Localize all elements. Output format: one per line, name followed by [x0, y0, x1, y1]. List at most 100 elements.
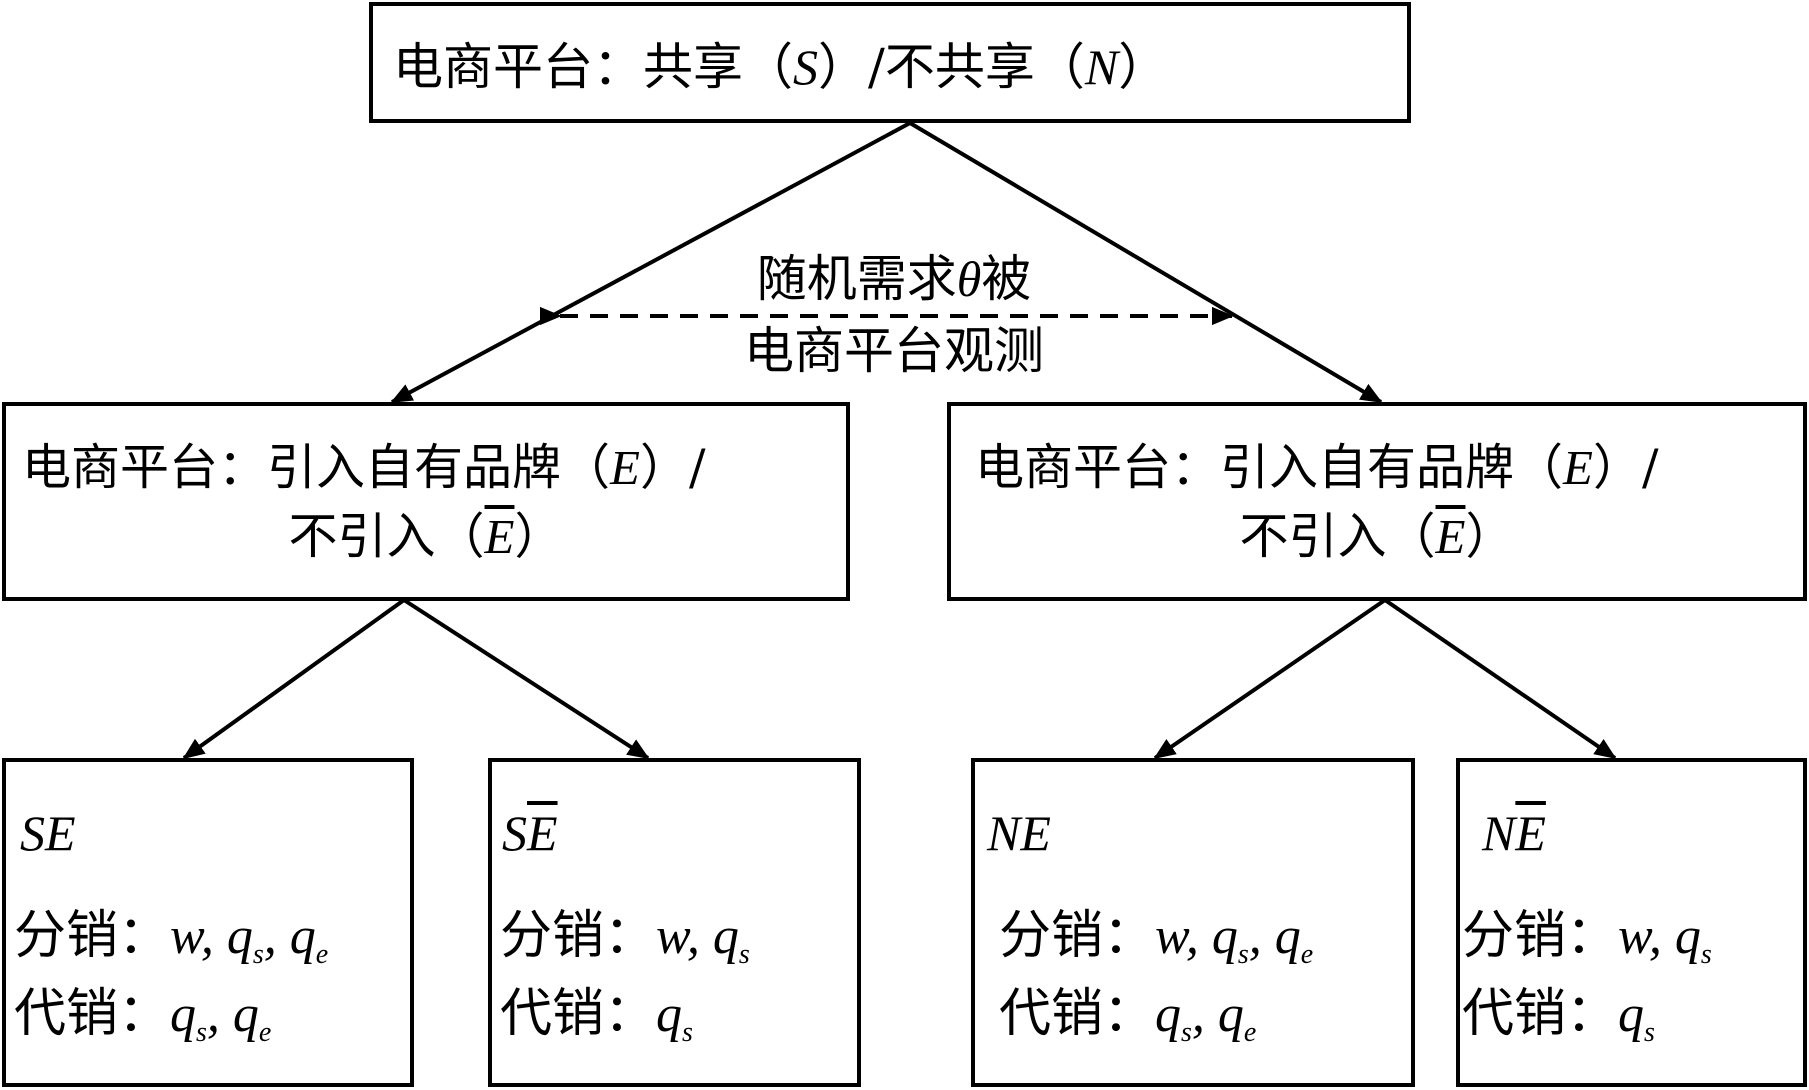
variable-q: q	[1217, 986, 1244, 1043]
variable-q: q	[1155, 986, 1182, 1043]
observation-line1-prefix: 随机需求	[756, 250, 957, 308]
comma-separator: ,	[263, 908, 290, 965]
scenario-code-e-bar: E	[527, 805, 558, 861]
variable-w: w	[170, 908, 201, 965]
branch-not-shared-line1-prefix: 电商平台：引入自有品牌（	[975, 439, 1564, 496]
root-symbol-s: S	[793, 39, 818, 95]
variable-subscript-s: s	[252, 939, 264, 970]
branch-shared-line2: 不引入（E）	[6, 512, 846, 561]
distribution-line: 分销：w, qs	[500, 910, 750, 969]
variable-subscript-s: s	[1181, 1017, 1192, 1048]
variable-subscript-s: s	[1644, 1017, 1655, 1048]
arrow-root-to-not-shared	[908, 121, 1383, 404]
variable-q: q	[226, 908, 253, 965]
observation-line1-suffix: 被	[981, 250, 1032, 308]
variable-subscript-s: s	[196, 1017, 207, 1048]
scenario-code: NE	[1482, 808, 1546, 858]
branch-box-shared: 电商平台：引入自有品牌（E）/ 不引入（E）	[2, 402, 850, 601]
root-label-prefix: 电商平台：共享（	[393, 38, 793, 96]
variable-subscript-s: s	[1700, 939, 1712, 970]
root-label-suffix: ）	[1118, 38, 1169, 96]
scenario-code-e: E	[45, 805, 76, 861]
variable-q: q	[656, 986, 683, 1043]
distribution-variables: w, qs, qe	[1155, 908, 1313, 969]
branch-shared-line1: 电商平台：引入自有品牌（E）/	[22, 443, 705, 492]
consignment-label: 代销：	[500, 984, 657, 1044]
branch-not-shared-line2-prefix: 不引入（	[1239, 508, 1436, 565]
variable-q: q	[289, 908, 316, 965]
variable-w: w	[1618, 908, 1649, 965]
distribution-variables: w, qs	[1618, 908, 1712, 969]
distribution-line: 分销：w, qs, qe	[999, 910, 1313, 969]
consignment-label: 代销：	[14, 984, 171, 1044]
consignment-line: 代销：qs	[1462, 988, 1655, 1047]
variable-q: q	[232, 986, 259, 1043]
root-label: 电商平台：共享（S）/不共享（N）	[393, 42, 1168, 92]
scenario-code: SE	[502, 808, 558, 858]
arrow-shared-to-se-bar	[402, 598, 650, 760]
distribution-line: 分销：w, qs, qe	[14, 910, 328, 969]
arrow-not-shared-to-ne	[1153, 598, 1387, 760]
comma-separator: ,	[1191, 986, 1218, 1043]
symbol-e: E	[1563, 440, 1593, 495]
observation-label-line2: 电商平台观测	[694, 326, 1094, 376]
variable-q: q	[170, 986, 197, 1043]
comma-separator: ,	[1185, 908, 1212, 965]
consignment-label: 代销：	[1462, 984, 1619, 1044]
variable-q: q	[1274, 908, 1301, 965]
scenario-code-first: N	[987, 805, 1021, 861]
scenario-code: NE	[987, 808, 1051, 858]
consignment-label: 代销：	[999, 984, 1156, 1044]
variable-q: q	[712, 908, 739, 965]
distribution-variables: w, qs, qe	[170, 908, 328, 969]
scenario-code-first: N	[1482, 805, 1516, 861]
distribution-label: 分销：	[1462, 906, 1619, 966]
consignment-variables: qs, qe	[1155, 986, 1256, 1047]
arrow-not-shared-to-ne-bar	[1383, 598, 1617, 760]
variable-subscript-e: e	[1300, 939, 1314, 970]
consignment-variables: qs	[656, 986, 693, 1047]
arrow-root-to-shared	[390, 121, 911, 404]
variable-subscript-e: e	[315, 939, 329, 970]
distribution-variables: w, qs	[656, 908, 750, 969]
variable-subscript-s: s	[738, 939, 750, 970]
consignment-line: 代销：qs, qe	[14, 988, 271, 1047]
branch-shared-line2-prefix: 不引入（	[288, 508, 485, 565]
comma-separator: ,	[1648, 908, 1675, 965]
distribution-label: 分销：	[999, 906, 1156, 966]
consignment-line: 代销：qs	[500, 988, 693, 1047]
comma-separator: ,	[686, 908, 713, 965]
branch-shared-line1-suffix: ）/	[639, 439, 706, 496]
branch-not-shared-line1-suffix: ）/	[1592, 439, 1659, 496]
comma-separator: ,	[200, 908, 227, 965]
symbol-e-bar: E	[484, 509, 515, 564]
variable-subscript-s: s	[682, 1017, 693, 1048]
scenario-code: SE	[20, 808, 76, 858]
variable-w: w	[1155, 908, 1186, 965]
distribution-line: 分销：w, qs	[1462, 910, 1712, 969]
comma-separator: ,	[1248, 908, 1275, 965]
scenario-code-first: S	[502, 805, 527, 861]
branch-shared-line2-suffix: ）	[514, 508, 564, 565]
scenario-code-e: E	[1020, 805, 1051, 861]
symbol-e-bar: E	[1435, 509, 1466, 564]
variable-q: q	[1618, 986, 1645, 1043]
variable-q: q	[1674, 908, 1701, 965]
observation-label-line1: 随机需求θ被	[694, 254, 1094, 304]
root-decision-box: 电商平台：共享（S）/不共享（N）	[369, 2, 1411, 123]
branch-not-shared-line1: 电商平台：引入自有品牌（E）/	[975, 443, 1658, 492]
observation-line2: 电商平台观测	[744, 322, 1044, 380]
branch-box-not-shared: 电商平台：引入自有品牌（E）/ 不引入（E）	[947, 402, 1807, 601]
comma-separator: ,	[206, 986, 233, 1043]
branch-not-shared-line2-suffix: ）	[1465, 508, 1515, 565]
symbol-e: E	[610, 440, 640, 495]
variable-w: w	[656, 908, 687, 965]
arrow-shared-to-se	[182, 598, 406, 760]
consignment-line: 代销：qs, qe	[999, 988, 1256, 1047]
theta-symbol: θ	[956, 251, 982, 307]
variable-subscript-e: e	[1243, 1017, 1257, 1048]
